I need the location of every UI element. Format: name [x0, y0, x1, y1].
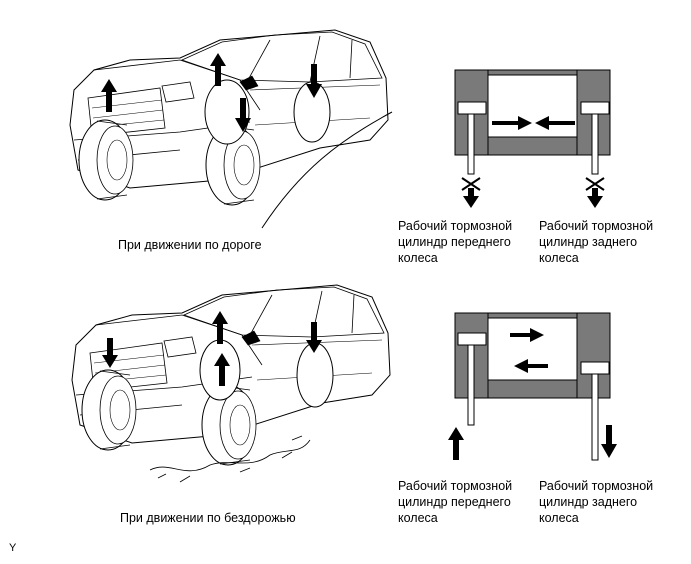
upward-arrow-icon: [212, 311, 228, 344]
off-road-rear-cylinder-label: Рабочий тормозной цилиндр заднего колеса: [539, 479, 654, 525]
suv-off-road-illustration: [71, 284, 391, 483]
brake-cylinder-diagram-on-road: [454, 69, 611, 175]
downward-arrow-icon: [601, 425, 617, 458]
downward-arrow-icon: [102, 338, 118, 368]
upward-arrow-icon: [214, 353, 230, 386]
corner-code: Y: [9, 542, 17, 554]
upward-arrow-icon: [101, 79, 117, 112]
upward-arrow-icon: [448, 427, 464, 460]
on-road-rear-cylinder-label: Рабочий тормозной цилиндр заднего колеса: [539, 219, 654, 265]
off-road-front-cylinder-label: Рабочий тормозной цилиндр переднего коле…: [398, 479, 513, 525]
suv-on-road-illustration: [69, 29, 393, 229]
road-edge-line: [261, 111, 393, 229]
blocked-arrow-icon: [461, 177, 481, 208]
off-road-caption: При движении по бездорожью: [120, 511, 296, 525]
blocked-arrow-icon: [585, 177, 605, 208]
downward-arrow-icon: [306, 64, 322, 98]
brake-cylinder-diagram-off-road: [454, 312, 611, 461]
on-road-caption: При движении по дороге: [118, 238, 262, 252]
on-road-front-cylinder-label: Рабочий тормозной цилиндр переднего коле…: [398, 219, 513, 265]
downward-arrow-icon: [235, 98, 251, 132]
upward-arrow-icon: [210, 53, 226, 86]
downward-arrow-icon: [306, 322, 322, 353]
